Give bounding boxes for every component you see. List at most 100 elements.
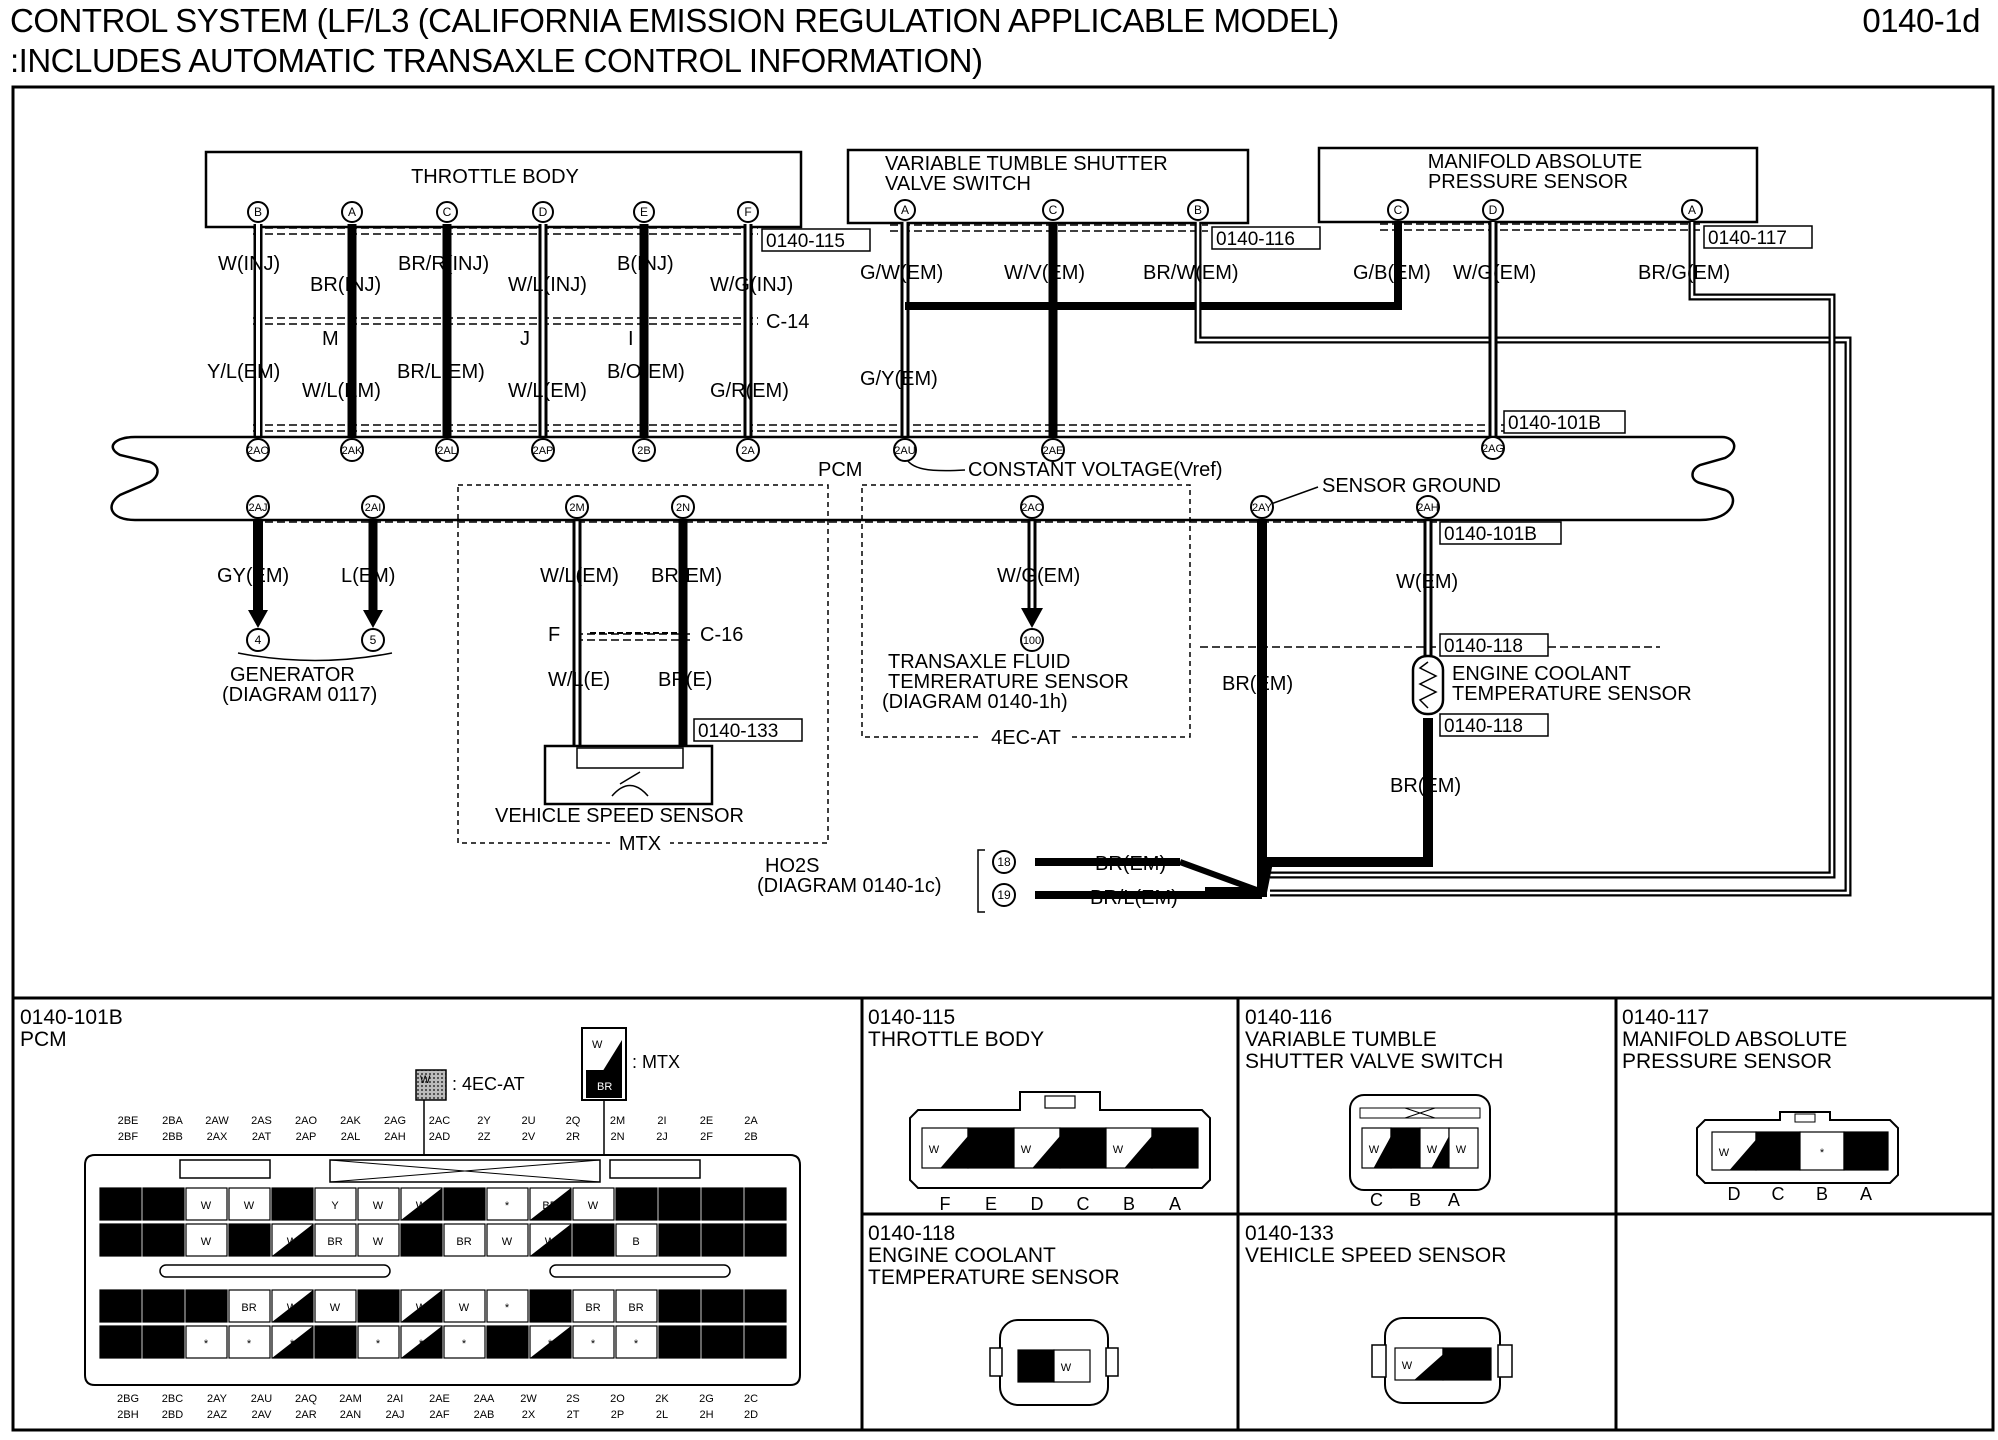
connector-terminal-stripe xyxy=(1373,1136,1391,1168)
pcm-terminal xyxy=(572,1187,615,1221)
svg-text:W/L(INJ): W/L(INJ) xyxy=(508,274,587,296)
pcm-terminal xyxy=(486,1325,529,1359)
pcm-pin-label: 2H xyxy=(699,1409,713,1421)
svg-text:A: A xyxy=(1688,203,1696,217)
pcm-pin-label: 2AF xyxy=(429,1409,449,1421)
svg-text:2AC: 2AC xyxy=(1021,502,1042,514)
pcm-pin-label: 2K xyxy=(655,1393,669,1405)
wires xyxy=(253,222,1852,899)
pcm-terminal xyxy=(615,1223,658,1257)
svg-text:2AG: 2AG xyxy=(1482,443,1504,455)
pcm-terminal-label: B xyxy=(632,1236,639,1248)
svg-text:0140-115: 0140-115 xyxy=(766,231,845,252)
svg-text:BR(EM): BR(EM) xyxy=(1390,775,1461,797)
connector-terminal xyxy=(1059,1127,1107,1169)
page-title-line1: CONTROL SYSTEM (LF/L3 (CALIFORNIA EMISSI… xyxy=(10,2,1339,39)
svg-text:G/B(EM): G/B(EM) xyxy=(1353,262,1431,284)
pcm-terminal xyxy=(572,1223,615,1257)
pcm-terminal-label: BR xyxy=(628,1302,643,1314)
arrow-generator-5 xyxy=(363,610,383,628)
svg-text:BR/L(EM): BR/L(EM) xyxy=(397,361,485,383)
pcm-terminal xyxy=(357,1325,400,1359)
pcm-terminal-label: * xyxy=(634,1338,639,1350)
pcm-pin-label: 2P xyxy=(611,1409,624,1421)
connector-terminal-stripe xyxy=(940,1136,968,1168)
svg-text:2AU: 2AU xyxy=(894,445,915,457)
ect-symbol xyxy=(1411,654,1445,716)
svg-text:A: A xyxy=(348,205,356,219)
pcm-pin-label: 2BG xyxy=(117,1393,139,1405)
pcm-terminal xyxy=(701,1289,744,1323)
svg-text:2AE: 2AE xyxy=(1043,445,1064,457)
pcm-terminal xyxy=(658,1187,701,1221)
tft-label-1: TRANSAXLE FLUID xyxy=(888,651,1070,673)
svg-text:0140-116: 0140-116 xyxy=(1216,229,1295,250)
svg-text:C-16: C-16 xyxy=(700,624,743,646)
svg-text:0140-101B: 0140-101B xyxy=(1508,413,1601,434)
connector-terminal-label: W xyxy=(1427,1144,1438,1156)
pcm-terminal-label: W xyxy=(416,1236,427,1248)
wire-labels: W(INJ) BR(INJ) BR/R(INJ) W/L(INJ) B(INJ)… xyxy=(207,253,1730,909)
connector-terminal-label: BR xyxy=(1459,1360,1474,1372)
tft-label-3: (DIAGRAM 0140-1h) xyxy=(882,691,1068,713)
legend-mtx: : MTX xyxy=(632,1052,680,1072)
svg-text:A: A xyxy=(901,203,909,217)
pin-labels: B A C D E F A C B C D A 2AO 2AK 2AL 2AP … xyxy=(247,203,1696,902)
connector-pin-label: D xyxy=(1031,1194,1044,1214)
pcm-terminal xyxy=(185,1289,228,1323)
pcm-terminal-label: * xyxy=(634,1200,639,1212)
pcm-terminal xyxy=(271,1187,314,1221)
pcm-terminal xyxy=(615,1187,658,1221)
connector-terminal-label: W xyxy=(1061,1362,1072,1374)
svg-text:W/G(INJ): W/G(INJ) xyxy=(710,274,793,296)
pcm-terminal-stripe xyxy=(401,1326,442,1358)
pcm-pin-label: 2I xyxy=(657,1115,666,1127)
svg-text:C: C xyxy=(443,205,452,219)
pcm-pin-label: 2AU xyxy=(251,1393,272,1405)
pcm-terminal xyxy=(701,1187,744,1221)
svg-text:0140-101B: 0140-101B xyxy=(1444,524,1537,545)
pcm-pin-label: 2J xyxy=(656,1131,668,1143)
sensor-ground-label: SENSOR GROUND xyxy=(1322,475,1501,497)
svg-text:2AL: 2AL xyxy=(437,445,457,457)
connector-terminal-label: BR xyxy=(1028,1362,1043,1374)
connector-pin-label: A xyxy=(1860,1184,1872,1204)
svg-text:J: J xyxy=(520,328,530,350)
pcm-pin-label: 2BC xyxy=(162,1393,183,1405)
pcm-terminal-label: W xyxy=(416,1200,427,1212)
pcm-terminal xyxy=(99,1223,142,1257)
connector-terminal-label: BR xyxy=(1398,1144,1413,1156)
connector-bands xyxy=(253,223,1700,648)
svg-text:5: 5 xyxy=(370,633,377,647)
svg-text:B: B xyxy=(1194,203,1202,217)
connector-terminal-label: * xyxy=(1820,1147,1825,1159)
svg-text:C: C xyxy=(1394,203,1403,217)
pcm-terminal xyxy=(572,1289,615,1323)
pcm-terminal xyxy=(314,1289,357,1323)
pcm-terminal-label: W xyxy=(588,1200,599,1212)
p101b-name: PCM xyxy=(20,1028,67,1051)
svg-text:2AY: 2AY xyxy=(1252,502,1273,514)
pcm-pin-labels-top: 2BE2BF2BA2BB2AW2AX2AS2AT2AO2AP2AK2AL2AG2… xyxy=(118,1115,759,1143)
vts-label-2: VALVE SWITCH xyxy=(885,173,1031,195)
connector-terminal xyxy=(1799,1131,1845,1171)
svg-text:2AO: 2AO xyxy=(247,445,269,457)
throttle-body-label: THROTTLE BODY xyxy=(411,166,579,188)
svg-text:C-14: C-14 xyxy=(766,311,809,333)
throttle-body-box xyxy=(204,150,803,229)
pcm-terminal-label: * xyxy=(462,1338,467,1350)
connector-terminal xyxy=(967,1127,1015,1169)
svg-text:D: D xyxy=(1489,203,1498,217)
pcm-terminal xyxy=(744,1223,787,1257)
ect-resistor xyxy=(1418,661,1438,709)
svg-text:BR(E): BR(E) xyxy=(658,669,712,691)
pcm-pin-label: 2AL xyxy=(341,1131,361,1143)
constant-voltage-label: CONSTANT VOLTAGE(Vref) xyxy=(968,459,1222,481)
svg-text:BR/R(INJ): BR/R(INJ) xyxy=(398,253,489,275)
connector-pin-label: C xyxy=(1370,1190,1383,1210)
map-label-2: PRESSURE SENSOR xyxy=(1428,171,1628,193)
svg-text:BR(INJ): BR(INJ) xyxy=(310,274,381,296)
pcm-pin-label: 2V xyxy=(522,1131,536,1143)
connector-pin-label: D xyxy=(1728,1184,1741,1204)
connector-pin-label: C xyxy=(1077,1194,1090,1214)
